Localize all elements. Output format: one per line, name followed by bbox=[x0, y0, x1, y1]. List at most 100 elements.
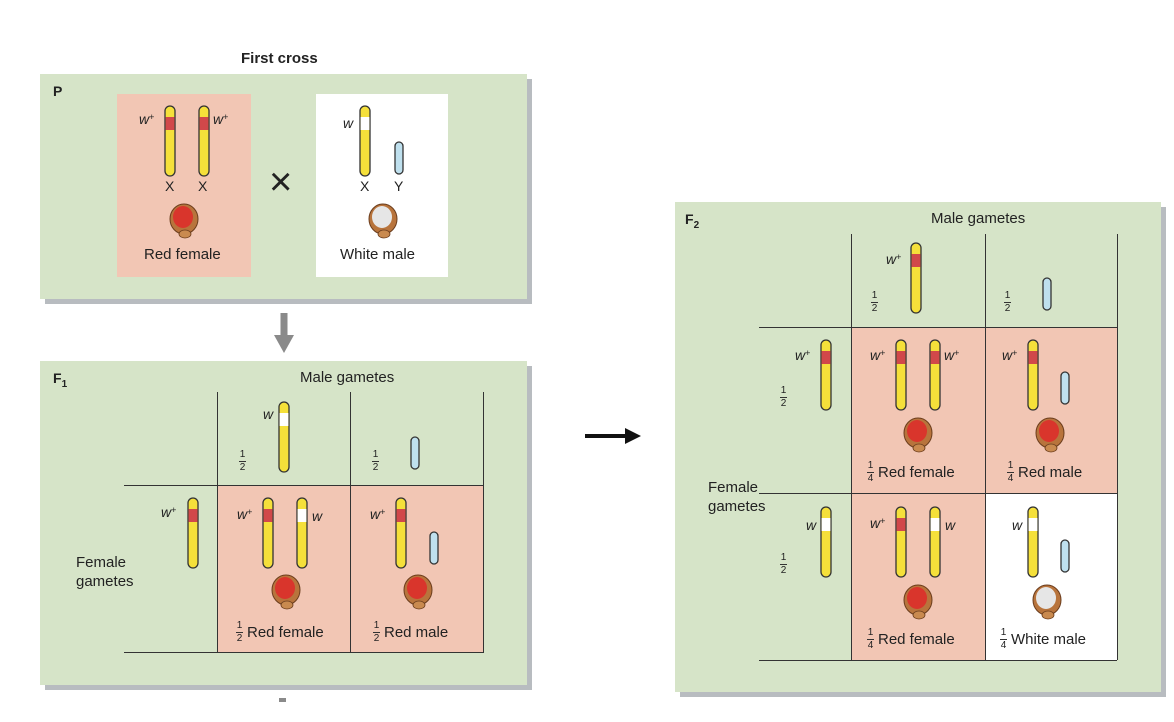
f1-cell-red-male bbox=[350, 485, 484, 652]
x-chromosome-icon bbox=[929, 339, 941, 411]
x-chromosome-icon bbox=[395, 497, 407, 569]
female-gametes-label: Female gametes bbox=[708, 479, 766, 515]
cross-symbol: × bbox=[269, 160, 293, 204]
y-chromosome-icon bbox=[394, 141, 404, 175]
grid-line bbox=[759, 493, 1117, 494]
x-chromosome-icon bbox=[820, 339, 832, 411]
grid-line bbox=[759, 327, 1117, 328]
y-chromosome-icon bbox=[1060, 539, 1070, 573]
f1-label: F1 bbox=[53, 370, 68, 390]
white-male-label: White male bbox=[340, 246, 416, 263]
allele-label: w+ bbox=[370, 506, 386, 522]
male-gametes-label: Male gametes bbox=[300, 369, 395, 386]
red-female-box: w+ w+ X X Red female bbox=[117, 94, 251, 277]
grid-line bbox=[851, 234, 852, 660]
f2-cell-red-female bbox=[851, 493, 985, 660]
chromosome-y-label: Y bbox=[394, 178, 404, 194]
white-male-box: w X Y White male bbox=[316, 94, 448, 277]
allele-label: w+ bbox=[161, 504, 177, 520]
allele-label: w+ bbox=[237, 506, 253, 522]
p-label: P bbox=[53, 83, 63, 99]
x-chromosome-icon bbox=[198, 105, 210, 177]
allele-label: w bbox=[263, 406, 274, 422]
y-chromosome-icon bbox=[1042, 277, 1052, 311]
down-arrow-icon bbox=[274, 313, 294, 353]
red-eyed-fly-icon bbox=[1035, 417, 1065, 453]
x-chromosome-icon bbox=[910, 242, 922, 314]
continuation-mark bbox=[279, 698, 286, 702]
f2-label: F2 bbox=[685, 211, 700, 231]
p-panel: P w+ w+ X X Red female × w X bbox=[40, 74, 527, 299]
x-chromosome-icon bbox=[296, 497, 308, 569]
y-chromosome-icon bbox=[429, 531, 439, 565]
allele-label: w bbox=[343, 115, 354, 131]
grid-line bbox=[124, 652, 484, 653]
grid-line bbox=[350, 392, 351, 652]
white-eyed-fly-icon bbox=[1032, 584, 1062, 620]
red-eyed-fly-icon bbox=[903, 584, 933, 620]
x-chromosome-icon bbox=[895, 506, 907, 578]
f2-cell-white-male bbox=[985, 493, 1117, 660]
female-gametes-label: Female gametes bbox=[76, 554, 134, 590]
grid-line bbox=[985, 234, 986, 660]
x-chromosome-icon bbox=[820, 506, 832, 578]
x-chromosome-icon bbox=[1027, 506, 1039, 578]
allele-label: w bbox=[945, 517, 956, 533]
red-female-label: Red female bbox=[144, 246, 221, 263]
x-chromosome-icon bbox=[929, 506, 941, 578]
chromosome-x-label: X bbox=[165, 178, 175, 194]
grid-line bbox=[483, 392, 484, 652]
allele-label: w bbox=[806, 517, 817, 533]
grid-line bbox=[124, 485, 484, 486]
allele-label: w+ bbox=[139, 111, 155, 127]
x-chromosome-icon bbox=[164, 105, 176, 177]
red-eyed-fly-icon bbox=[903, 417, 933, 453]
f1-cell-red-female bbox=[217, 485, 350, 652]
x-chromosome-icon bbox=[262, 497, 274, 569]
red-eyed-fly-icon bbox=[169, 203, 199, 239]
male-gametes-label: Male gametes bbox=[931, 210, 1026, 227]
f2-cell-red-male bbox=[985, 327, 1117, 493]
x-chromosome-icon bbox=[278, 401, 290, 473]
grid-line bbox=[1117, 234, 1118, 660]
allele-label: w+ bbox=[870, 515, 886, 531]
allele-label: w+ bbox=[795, 347, 811, 363]
f2-cell-red-female bbox=[851, 327, 985, 493]
chromosome-x-label: X bbox=[198, 178, 208, 194]
red-eyed-fly-icon bbox=[271, 574, 301, 610]
white-eyed-fly-icon bbox=[368, 203, 398, 239]
allele-label: w bbox=[1012, 517, 1023, 533]
x-chromosome-icon bbox=[895, 339, 907, 411]
allele-label: w+ bbox=[870, 347, 886, 363]
allele-label: w+ bbox=[886, 251, 902, 267]
y-chromosome-icon bbox=[1060, 371, 1070, 405]
right-arrow-icon bbox=[585, 428, 641, 444]
grid-line bbox=[217, 392, 218, 652]
y-chromosome-icon bbox=[410, 436, 420, 470]
grid-line bbox=[759, 660, 1117, 661]
allele-label: w bbox=[312, 508, 323, 524]
x-chromosome-icon bbox=[187, 497, 199, 569]
allele-label: w+ bbox=[1002, 347, 1018, 363]
chromosome-x-label: X bbox=[360, 178, 370, 194]
first-cross-title: First cross bbox=[241, 50, 318, 67]
x-chromosome-icon bbox=[359, 105, 371, 177]
allele-label: w+ bbox=[944, 347, 960, 363]
x-chromosome-icon bbox=[1027, 339, 1039, 411]
red-eyed-fly-icon bbox=[403, 574, 433, 610]
allele-label: w+ bbox=[213, 111, 229, 127]
